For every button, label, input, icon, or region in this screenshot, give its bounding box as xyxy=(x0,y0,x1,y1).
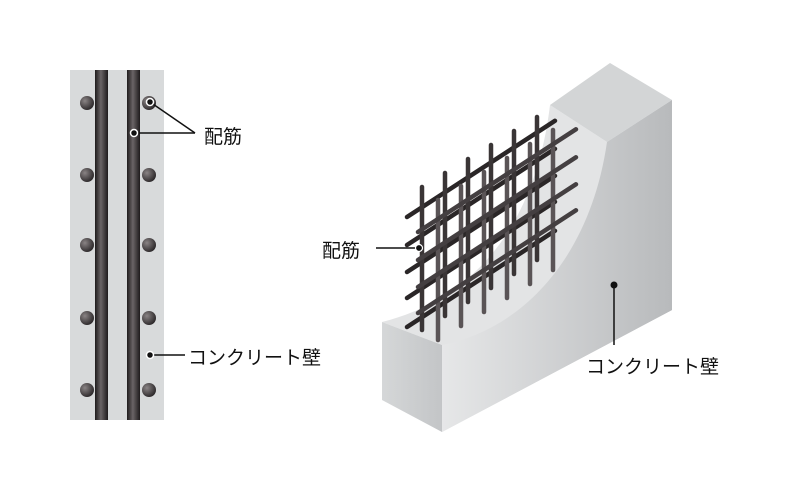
rebar-rod xyxy=(127,70,140,420)
rebar-section-dot xyxy=(80,168,94,182)
left-leaders xyxy=(135,101,196,356)
leader-line xyxy=(149,101,196,134)
wall-front-face xyxy=(382,322,442,432)
wall-side-face xyxy=(442,100,672,432)
concrete-label-right: コンクリート壁 xyxy=(586,356,720,378)
leader-dot xyxy=(145,97,155,107)
rebar-section-dot xyxy=(80,96,94,110)
rebar-label-left: 配筋 xyxy=(204,126,243,148)
rebar-section-dot xyxy=(80,238,94,252)
rebar-horizontal xyxy=(404,118,558,220)
rebar-rod xyxy=(95,70,108,420)
rebar-horizontal xyxy=(415,127,579,235)
wall-cross-section xyxy=(70,70,164,420)
rebar-horizontal xyxy=(415,208,579,316)
leader-dot xyxy=(414,243,424,253)
rebar-mesh xyxy=(404,114,579,343)
leader-dot xyxy=(610,281,618,289)
rebar-label-right: 配筋 xyxy=(322,240,361,262)
rebar-section-dot xyxy=(142,238,156,252)
wall-top-face xyxy=(550,63,672,142)
rebar-horizontal xyxy=(415,182,579,290)
rebar-section-dot xyxy=(80,311,94,325)
rebar-section-dot xyxy=(142,311,156,325)
rebar-section-dot xyxy=(80,383,94,397)
rebar-horizontal xyxy=(415,155,579,263)
rebar-section-dot xyxy=(142,168,156,182)
leader-dot xyxy=(129,128,139,138)
leader-dot xyxy=(145,350,155,360)
concrete-label-left: コンクリート壁 xyxy=(188,347,322,369)
rebar-section-dot xyxy=(142,383,156,397)
